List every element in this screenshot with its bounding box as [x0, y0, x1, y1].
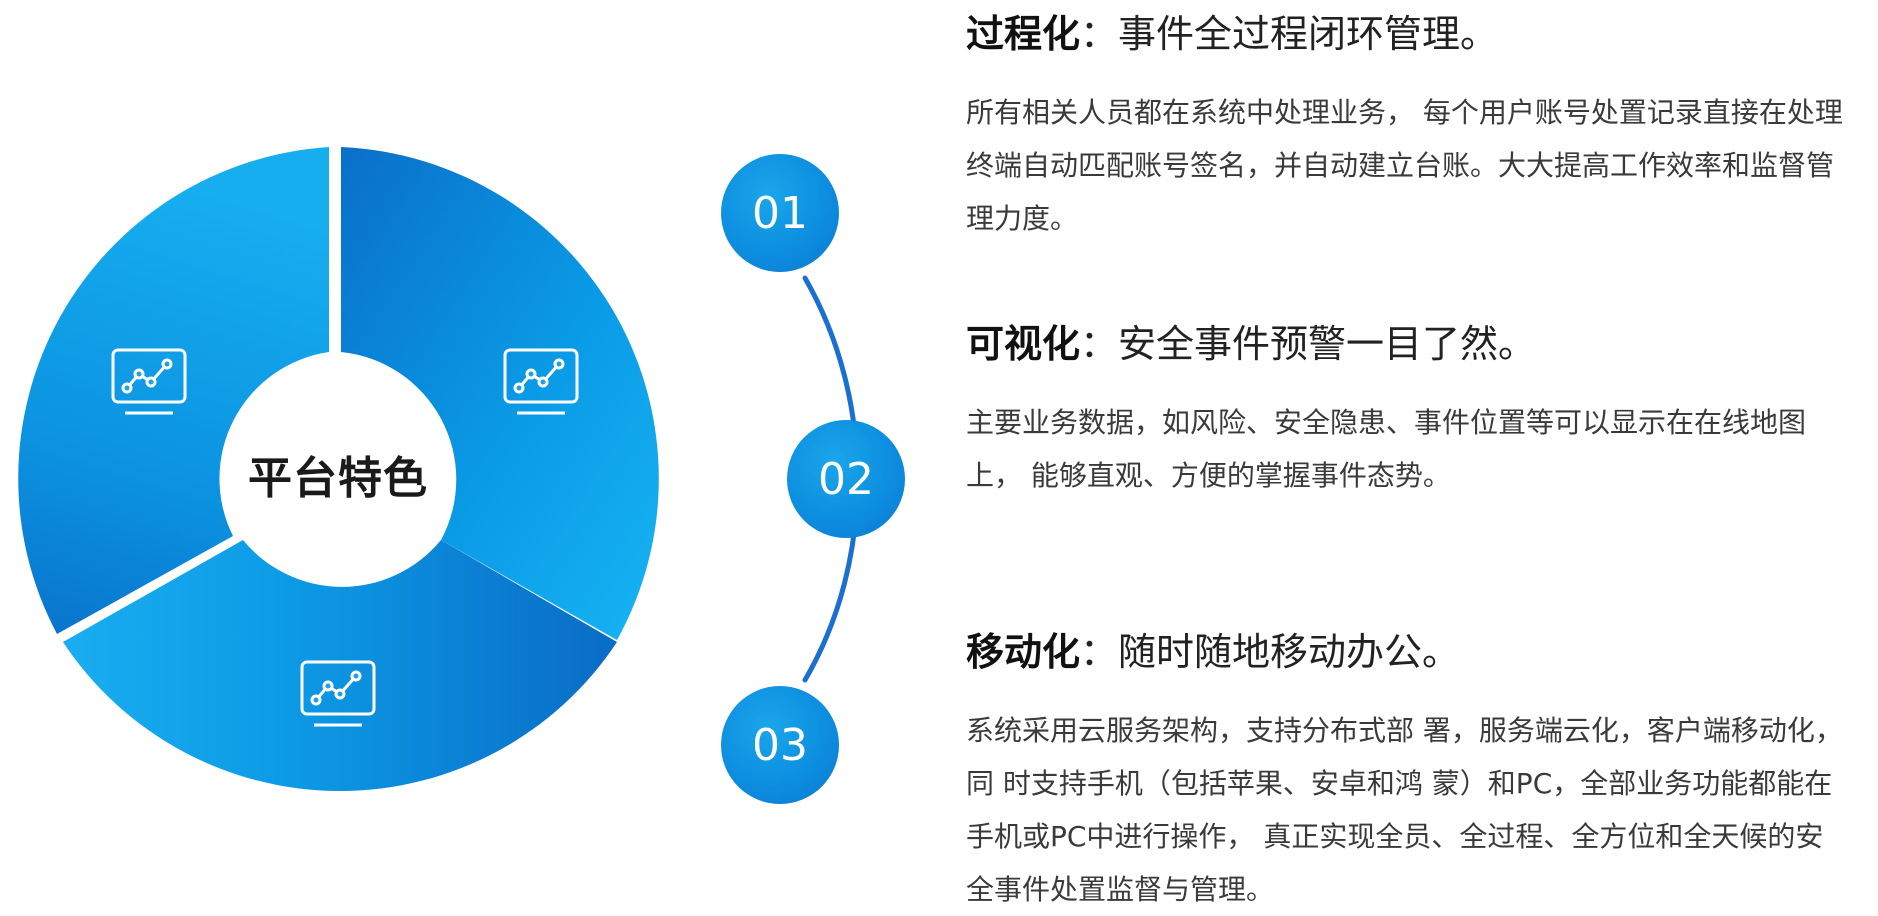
section-description: 系统采用云服务架构，支持分布式部 署，服务端云化，客户端移动化，同 时支持手机（…	[966, 714, 1843, 906]
section-mobile: 移动化：随时随地移动办公。 系统采用云服务架构，支持分布式部 署，服务端云化，客…	[966, 626, 1846, 916]
segment-left	[18, 147, 329, 634]
section-process: 过程化：事件全过程闭环管理。 所有相关人员都在系统中处理业务， 每个用户账号处置…	[966, 8, 1846, 245]
step-number-01: 01	[721, 154, 839, 272]
section-description: 所有相关人员都在系统中处理业务， 每个用户账号处置记录直接在处理终端自动匹配账号…	[966, 96, 1843, 235]
section-title: 过程化：事件全过程闭环管理。	[966, 12, 1499, 56]
section-title: 可视化：安全事件预警一目了然。	[966, 322, 1537, 366]
section-title: 移动化：随时随地移动办公。	[966, 630, 1461, 674]
segment-bottom	[63, 540, 617, 791]
step-number-02: 02	[787, 420, 905, 538]
section-visual: 可视化：安全事件预警一目了然。 主要业务数据，如风险、安全隐患、事件位置等可以显…	[966, 318, 1846, 502]
center-label: 平台特色	[248, 453, 428, 504]
monitor-chart-icon	[503, 348, 579, 415]
step-number-03: 03	[721, 686, 839, 804]
section-description: 主要业务数据，如风险、安全隐患、事件位置等可以显示在在线地图上， 能够直观、方便…	[966, 406, 1807, 492]
monitor-chart-icon	[300, 660, 376, 727]
monitor-chart-icon	[111, 348, 187, 415]
segment-right	[341, 147, 659, 640]
